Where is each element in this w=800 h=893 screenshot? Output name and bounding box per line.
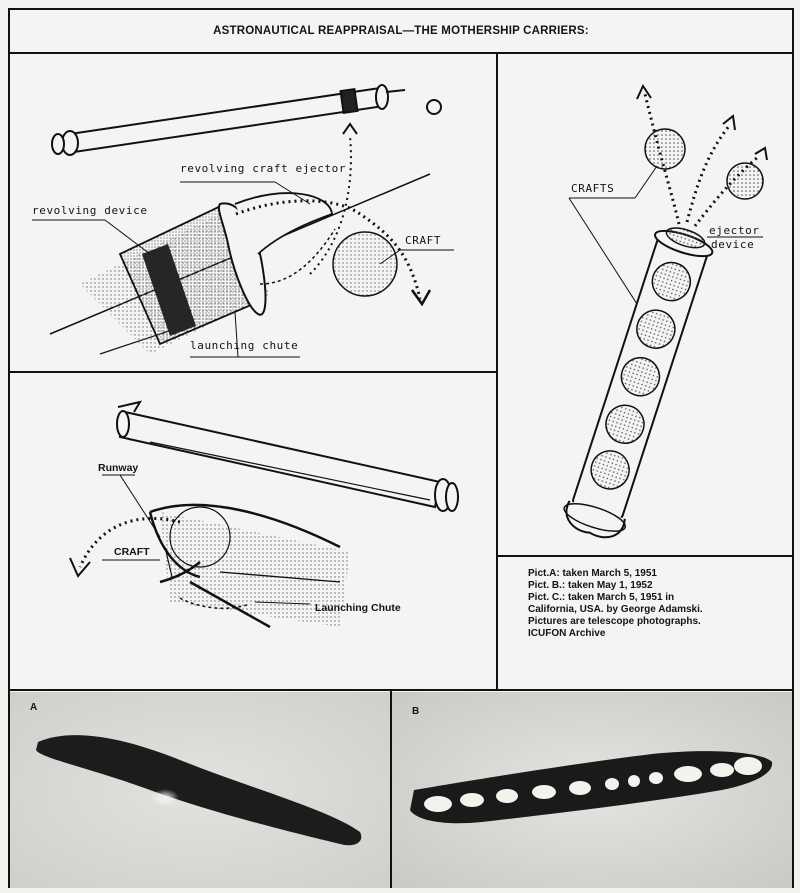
caption-line: Pict.A: taken March 5, 1951 — [528, 568, 788, 580]
photo-a: A — [10, 692, 390, 888]
photo-a-label: A — [30, 702, 37, 713]
label-revolving-device: revolving device — [32, 204, 148, 217]
photo-b-label: B — [412, 706, 419, 717]
label-revolving-craft-ejector: revolving craft ejector — [180, 162, 346, 175]
caption-line: ICUFON Archive — [528, 628, 788, 640]
diagram-mothership-ejector-drawing — [497, 54, 792, 556]
caption-line: Pictures are telescope photographs. — [528, 616, 788, 628]
label-crafts: CRAFTS — [571, 182, 614, 195]
ejected-craft-1 — [645, 129, 685, 169]
photo-b-image — [392, 692, 792, 888]
photo-caption: Pict.A: taken March 5, 1951 Pict. B.: ta… — [528, 568, 788, 640]
label-launching-chute-2: Launching Chute — [315, 602, 401, 614]
label-craft-2: CRAFT — [114, 546, 150, 558]
small-craft-circle — [427, 100, 441, 114]
label-device: device — [711, 238, 754, 251]
photo-a-image — [10, 692, 390, 888]
label-runway: Runway — [98, 462, 138, 474]
mothership-tube — [52, 85, 405, 155]
diagram-mothership-ejector: CRAFTS ejector device — [497, 54, 792, 556]
label-ejector: ejector — [709, 224, 760, 237]
diagram-launching-chute: revolving craft ejector revolving device… — [10, 54, 497, 372]
label-launching-chute: launching chute — [190, 339, 298, 352]
mothership-body — [559, 220, 718, 543]
caption-line: California, USA. by George Adamski. — [528, 604, 788, 616]
caption-line: Pict. B.: taken May 1, 1952 — [528, 580, 788, 592]
mothership-tube-2 — [117, 402, 458, 511]
ejected-craft-2 — [727, 163, 763, 199]
caption-line: Pict. C.: taken March 5, 1951 in — [528, 592, 788, 604]
diagram-runway-drawing — [10, 372, 497, 690]
craft-circle — [333, 232, 397, 296]
label-craft: CRAFT — [405, 234, 441, 247]
diagram-runway: Runway CRAFT Launching Chute — [10, 372, 497, 690]
photo-b: B — [392, 692, 792, 888]
